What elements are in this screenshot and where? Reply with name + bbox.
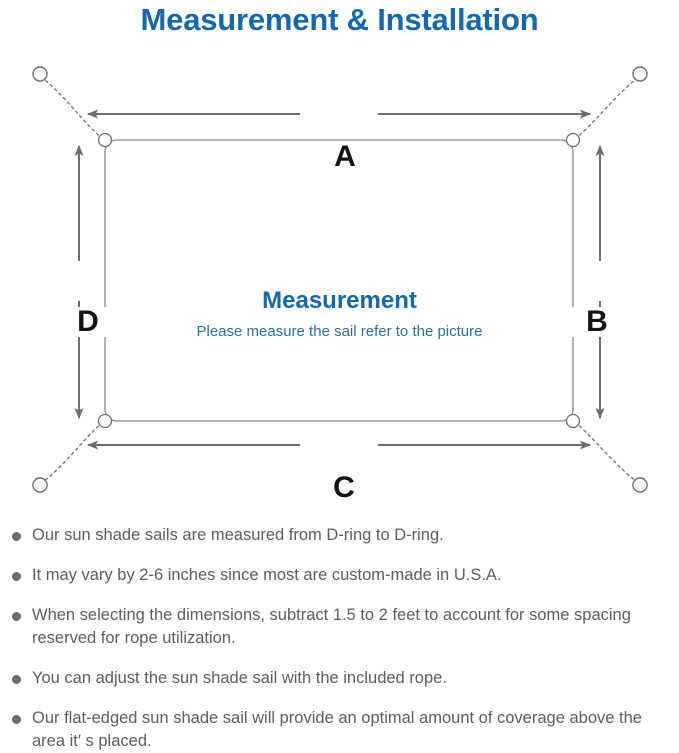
dimension-label-d: D — [57, 307, 119, 337]
anchor-circle-icon — [32, 477, 48, 493]
anchor-circle-icon — [32, 66, 48, 82]
shade-sail-body — [104, 139, 574, 422]
dotted-rope-line-icon — [40, 76, 104, 140]
dotted-rope-line-icon — [40, 421, 104, 484]
measurement-diagram: A B C D Measurement Please measure the s… — [0, 46, 679, 516]
list-item-text: It may vary by 2-6 inches since most are… — [32, 566, 502, 584]
bullet-icon — [12, 532, 21, 541]
bullet-icon — [12, 715, 21, 724]
list-item-text: Our sun shade sails are measured from D-… — [32, 526, 444, 544]
bullet-icon — [12, 675, 21, 684]
notes-list: Our sun shade sails are measured from D-… — [0, 524, 679, 753]
list-item: When selecting the dimensions, subtract … — [0, 604, 679, 650]
list-item: You can adjust the sun shade sail with t… — [0, 667, 679, 690]
d-ring-icon — [565, 132, 581, 148]
list-item-text: You can adjust the sun shade sail with t… — [32, 669, 447, 687]
anchor-circle-icon — [632, 477, 648, 493]
list-item: It may vary by 2-6 inches since most are… — [0, 564, 679, 587]
list-item-text: When selecting the dimensions, subtract … — [32, 606, 631, 647]
d-ring-icon — [97, 413, 113, 429]
diagram-svg — [32, 66, 648, 493]
dimension-label-c: C — [304, 473, 384, 503]
bullet-icon — [12, 572, 21, 581]
dotted-rope-line-icon — [574, 421, 640, 484]
list-item-text: Our flat-edged sun shade sail will provi… — [32, 709, 642, 750]
diagram-center-subtitle: Please measure the sail refer to the pic… — [196, 323, 483, 340]
d-ring-icon — [565, 413, 581, 429]
dotted-rope-line-icon — [574, 76, 640, 140]
d-ring-icon — [97, 132, 113, 148]
page-title: Measurement & Installation — [140, 2, 539, 37]
diagram-center-title: Measurement — [262, 287, 417, 314]
list-item: Our sun shade sails are measured from D-… — [0, 524, 679, 547]
list-item: Our flat-edged sun shade sail will provi… — [0, 707, 679, 753]
dimension-label-b: B — [566, 307, 628, 337]
anchor-circle-icon — [632, 66, 648, 82]
dimension-label-a: A — [305, 142, 385, 172]
bullet-icon — [12, 612, 21, 621]
